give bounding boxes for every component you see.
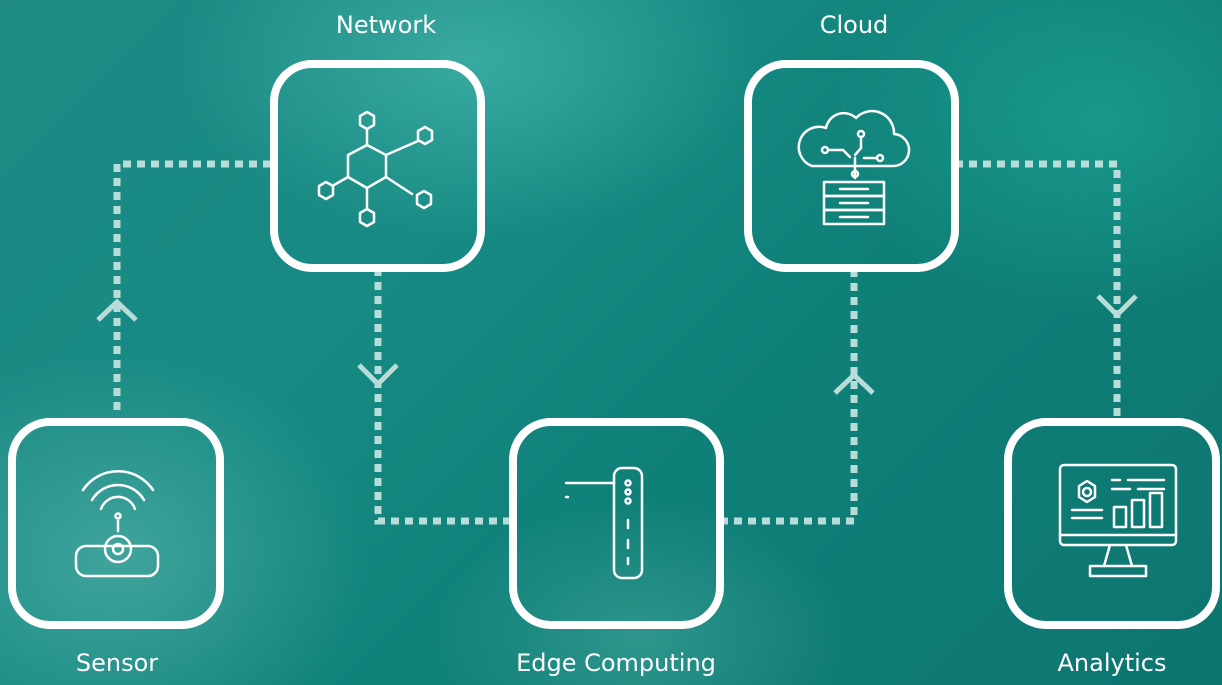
arrow-down-icon	[357, 363, 399, 388]
node-box-network	[270, 60, 485, 272]
node-box-analytics	[1004, 418, 1220, 629]
node-cloud: Cloud	[744, 11, 959, 272]
node-box-edge	[509, 418, 724, 629]
node-edge-computing: Edge Computing	[509, 418, 724, 677]
node-label-network: Network	[336, 11, 436, 39]
hexagon-network-icon	[317, 110, 434, 228]
arrow-up-icon	[833, 371, 875, 395]
edge-server-icon	[564, 466, 644, 580]
arrow-down-icon	[1096, 294, 1138, 319]
node-network: Network	[270, 11, 485, 272]
node-label-sensor: Sensor	[76, 649, 158, 677]
node-label-analytics: Analytics	[1058, 649, 1167, 677]
node-analytics: Analytics	[1004, 418, 1220, 677]
node-box-sensor	[8, 418, 224, 629]
node-label-edge: Edge Computing	[516, 649, 716, 677]
wifi-router-icon	[74, 469, 160, 578]
connector-edge-to-cloud	[720, 268, 858, 525]
monitor-dashboard-icon	[1058, 463, 1178, 578]
node-sensor: Sensor	[8, 418, 224, 677]
cloud-database-icon	[797, 109, 911, 226]
connector-cloud-to-analytics	[955, 160, 1121, 420]
arrow-up-icon	[96, 298, 138, 322]
node-box-cloud	[744, 60, 959, 272]
connector-network-to-edge	[374, 268, 512, 525]
connector-sensor-to-network	[113, 160, 275, 410]
node-label-cloud: Cloud	[820, 11, 889, 39]
